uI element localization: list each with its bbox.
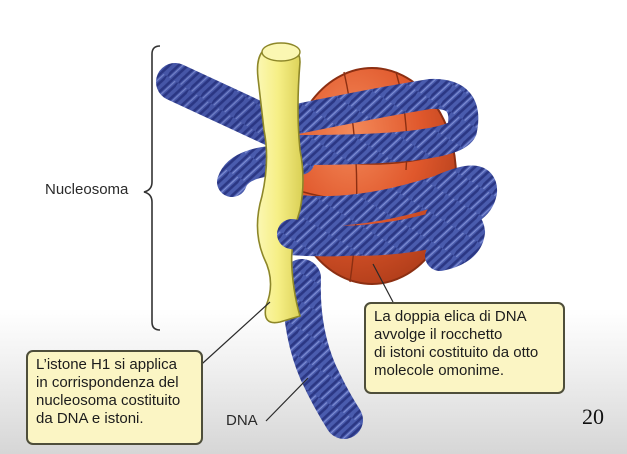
dna-leader-line <box>265 377 309 422</box>
nucleosome-label: Nucleosoma <box>45 181 129 198</box>
page-number: 20 <box>582 404 604 429</box>
dna-label: DNA <box>226 412 258 429</box>
h1-leader-line <box>192 301 271 373</box>
octamer-leader-line <box>372 263 394 303</box>
histone-h1 <box>256 43 304 324</box>
dna-tail-strand <box>282 259 363 439</box>
dna-wrap-callout: La doppia elica di DNA avvolge il rocche… <box>364 302 565 394</box>
histone-h1-callout: L’istone H1 si applica in corrispondenza… <box>26 350 203 445</box>
nucleosome-bracket <box>143 45 161 331</box>
